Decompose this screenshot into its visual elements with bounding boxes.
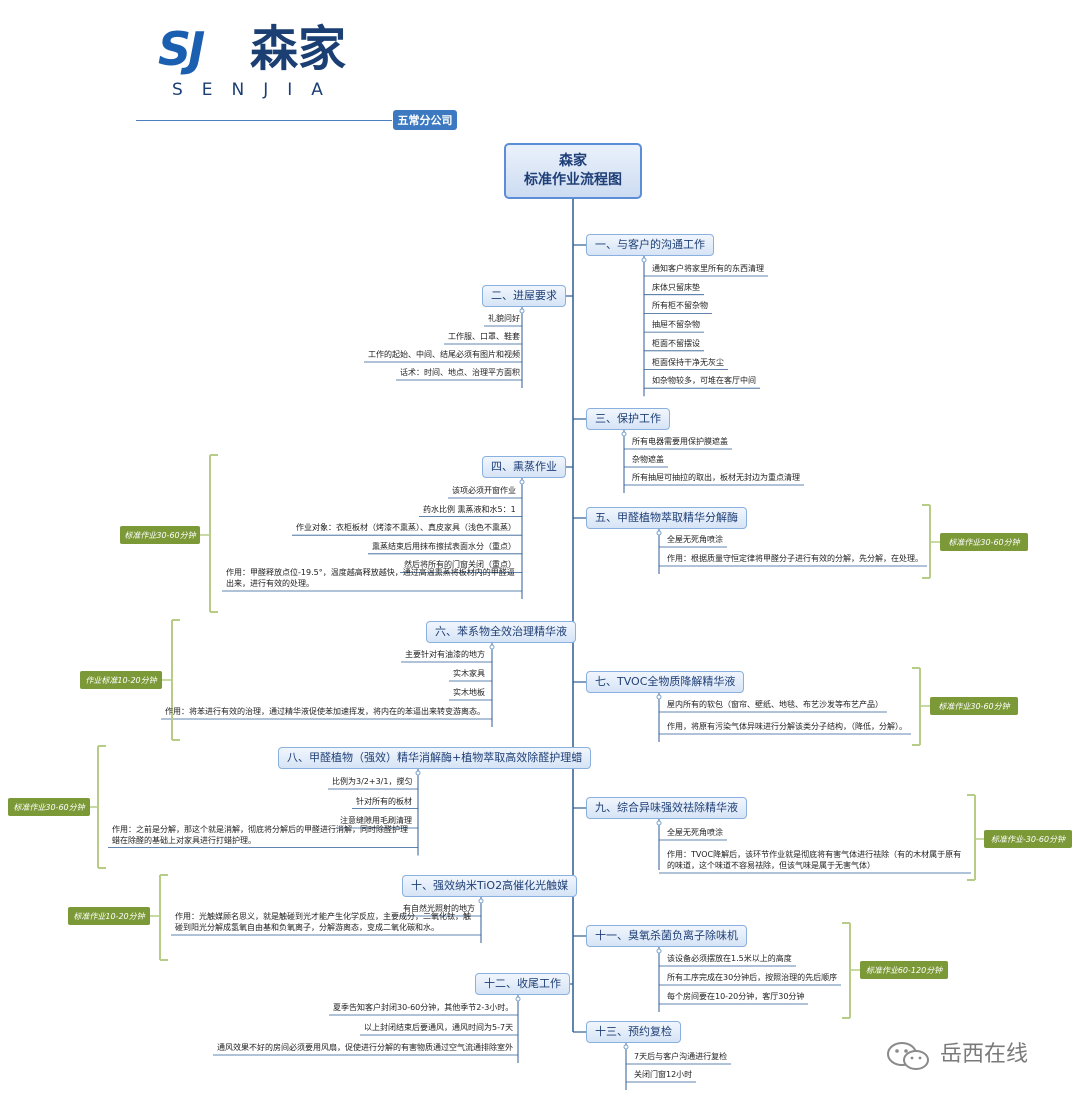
section-item-s6-2: 实木地板 <box>453 688 485 697</box>
section-item-s4-0: 该项必须开窗作业 <box>452 486 516 495</box>
stem-dot-s6 <box>489 644 495 650</box>
watermark: 岳西在线 <box>940 1042 1029 1067</box>
section-item-s4-4: 然后将所有的门窗关闭（重点） <box>404 560 516 570</box>
section-item-s13-1: 关闭门窗12小时 <box>634 1070 693 1079</box>
stem-dot-s5 <box>656 530 662 536</box>
section-item-s9-0: 全屋无死角喷涂 <box>667 828 723 837</box>
section-node-s9: 九、综合异味强效祛除精华液 <box>586 797 747 819</box>
stem-dot-s11 <box>656 948 662 954</box>
section-node-s2: 二、进屋要求 <box>482 285 566 307</box>
branch-tag: 五常分公司 <box>393 110 457 130</box>
section-item-s3-0: 所有电器需要用保护膜遮盖 <box>632 437 728 446</box>
section-item-s11-2: 每个房间要在10-20分钟，客厅30分钟 <box>667 992 805 1001</box>
section-item-s9-1: 作用：TVOC降解后，该环节作业就是彻底将有害气体进行祛除（有的木材属于原有的味… <box>667 850 962 870</box>
section-node-s11: 十一、臭氧杀菌负离子除味机 <box>586 925 747 947</box>
section-item-s11-0: 该设备必须摆放在1.5米以上的高度 <box>667 954 792 963</box>
section-item-s2-3: 话术：时间、地点、治理平方面积 <box>400 368 520 377</box>
stem-dot-s1 <box>641 257 647 263</box>
section-item-s7-1: 作用，将原有污染气体异味进行分解该类分子结构，（降低，分解）。 <box>667 722 907 731</box>
stem-dot-s8 <box>415 770 421 776</box>
section-item-s1-3: 抽屉不留杂物 <box>652 320 700 330</box>
section-node-s1: 一、与客户的沟通工作 <box>586 234 714 256</box>
section-item-s7-0: 屋内所有的软包（窗帘、壁纸、地毯、布艺沙发等布艺产品） <box>667 700 883 709</box>
time-tag-s10: 标准作业10-20分钟 <box>68 907 150 925</box>
section-item-s4-5: 作用：甲醛释放点位-19.5°，温度越高释放越快，通过高温熏蒸将板材内的甲醛逼出… <box>226 568 515 588</box>
section-item-s3-2: 所有抽屉可抽拉的取出，板材无封边为重点清理 <box>632 473 800 482</box>
section-item-s11-1: 所有工序完成在30分钟后，按照治理的先后顺序 <box>667 973 838 982</box>
section-item-s8-3: 作用：之前是分解，那这个就是消解，彻底将分解后的甲醛进行消解，同时除醛护理蜡在除… <box>112 824 408 845</box>
stem-dot-s4 <box>519 479 525 485</box>
stem-dot-s3 <box>621 431 627 437</box>
section-item-s8-2: 注意缝隙用毛刷清理 <box>340 816 412 825</box>
section-item-s4-2: 作业对象：衣柜板材（烤漆不熏蒸）、真皮家具（浅色不熏蒸） <box>296 523 516 533</box>
section-node-s8: 八、甲醛植物（强效）精华消解酶+植物萃取高效除醛护理蜡 <box>278 747 592 769</box>
time-tag-s9: 标准作业-30-60分钟 <box>984 830 1072 848</box>
section-item-s5-0: 全屋无死角喷涂 <box>667 535 723 544</box>
time-tag-s5: 标准作业30-60分钟 <box>940 533 1028 551</box>
section-node-s10: 十、强效纳米TiO2高催化光触媒 <box>402 875 578 897</box>
stem-dot-s7 <box>656 694 662 700</box>
section-node-s6: 六、苯系物全效治理精华液 <box>426 621 576 643</box>
section-item-s2-0: 礼貌问好 <box>488 314 520 323</box>
time-tag-s6: 作业标准10-20分钟 <box>80 671 162 689</box>
section-item-s2-1: 工作服、口罩、鞋套 <box>448 332 520 341</box>
stem-dot-s2 <box>519 308 525 314</box>
section-node-s13: 十三、预约复检 <box>586 1021 681 1043</box>
title-line-1: 森家 <box>559 153 587 169</box>
section-item-s1-6: 如杂物较多，可堆在客厅中间 <box>652 376 756 386</box>
stem-dot-s10 <box>478 898 484 904</box>
section-item-s12-2: 通风效果不好的房间必须要用风扇，促使进行分解的有害物质通过空气流通排除室外 <box>217 1043 513 1052</box>
section-item-s1-2: 所有柜不留杂物 <box>652 301 708 311</box>
section-item-s1-0: 通知客户将家里所有的东西清理 <box>652 264 764 273</box>
section-item-s6-1: 实木家具 <box>453 669 485 678</box>
section-item-s8-1: 针对所有的板材 <box>356 796 412 806</box>
section-item-s12-0: 夏季告知客户封闭30-60分钟，其他季节2-3小时。 <box>333 1003 514 1012</box>
section-item-s12-1: 以上封闭结束后要通风，通风时间为5-7天 <box>364 1023 514 1032</box>
section-item-s4-3: 熏蒸结束后用抹布擦拭表面水分（重点） <box>372 541 516 551</box>
section-node-s7: 七、TVOC全物质降解精华液 <box>586 671 745 693</box>
section-item-s1-5: 柜面保持干净无灰尘 <box>652 357 724 367</box>
wechat-icon <box>887 1042 929 1070</box>
title-line-2: 标准作业流程图 <box>524 172 622 188</box>
time-tag-s8: 标准作业30-60分钟 <box>8 798 90 816</box>
logo-underline <box>136 120 392 121</box>
time-tag-s11: 标准作业60-120分钟 <box>860 961 948 979</box>
section-item-s6-3: 作用：将苯进行有效的治理，通过精华液促使苯加速挥发，将内在的苯逼出来转变游离态。 <box>165 707 485 716</box>
section-item-s2-2: 工作的起始、中间、结尾必须有图片和视频 <box>368 350 520 359</box>
section-item-s6-0: 主要针对有油漆的地方 <box>405 650 485 659</box>
section-item-s5-1: 作用：根据质量守恒定律将甲醛分子进行有效的分解，先分解，在处理。 <box>667 554 923 563</box>
section-item-s8-0: 比例为3/2+3/1，搅匀 <box>332 777 413 786</box>
section-node-s3: 三、保护工作 <box>586 408 670 430</box>
section-item-s10-0: 有自然光照射的地方 <box>403 904 475 913</box>
stem-dot-s13 <box>623 1044 629 1050</box>
section-node-s5: 五、甲醛植物萃取精华分解酶 <box>586 507 747 529</box>
section-item-s3-1: 杂物遮盖 <box>632 455 664 464</box>
section-item-s10-1: 作用：光触媒顾名思义，就是触碰到光才能产生化学反应，主要成分，二氧化钛，触碰到阳… <box>175 912 471 932</box>
logo-english-name: SENJIA <box>172 80 342 100</box>
section-item-s1-4: 柜面不留摆设 <box>652 338 700 348</box>
section-item-s1-1: 床体只留床垫 <box>652 282 700 292</box>
logo-mark: SJ <box>158 22 205 76</box>
stem-dot-s9 <box>656 820 662 826</box>
section-item-s4-1: 药水比例 熏蒸液和水5：1 <box>423 504 516 514</box>
section-item-s13-0: 7天后与客户沟通进行复检 <box>634 1052 728 1061</box>
logo-chinese-name: 森家 <box>250 21 347 77</box>
section-node-s4: 四、熏蒸作业 <box>482 456 566 478</box>
central-title: 森家 标准作业流程图 <box>504 143 642 199</box>
time-tag-s7: 标准作业30-60分钟 <box>930 697 1018 715</box>
time-tag-s4: 标准作业30-60分钟 <box>120 526 200 544</box>
section-node-s12: 十二、收尾工作 <box>475 973 570 995</box>
stem-dot-s12 <box>515 996 521 1002</box>
